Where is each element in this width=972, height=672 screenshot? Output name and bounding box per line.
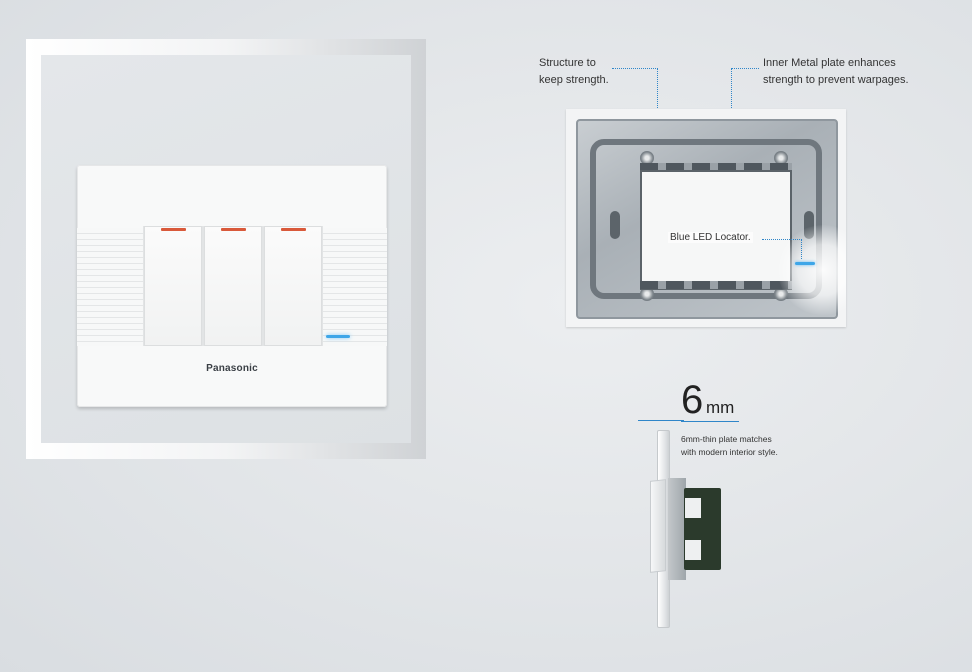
- internal-structure-illustration: [566, 109, 846, 327]
- module-teeth-top: [640, 163, 792, 171]
- switch-rockers: [143, 226, 323, 346]
- plate-ribs-left: [77, 228, 145, 346]
- rocker-switch-3: [264, 226, 322, 346]
- metal-frame-rail: [590, 139, 822, 299]
- inner-metal-leader-v: [731, 68, 732, 118]
- structure-callout: Structure to keep strength.: [539, 55, 609, 89]
- led-glow: [778, 225, 846, 315]
- thickness-description-line-1: 6mm-thin plate matches: [681, 434, 772, 444]
- inner-metal-leader-h: [731, 68, 759, 69]
- blue-led-locator: [326, 335, 350, 338]
- led-locator-label: Blue LED Locator.: [668, 232, 753, 243]
- mounting-slot: [804, 211, 814, 239]
- thickness-value: 6: [681, 378, 704, 422]
- thickness-underline: [681, 421, 739, 422]
- structure-leader-h: [612, 68, 658, 69]
- thickness-unit: mm: [706, 398, 735, 417]
- structure-leader-v: [657, 68, 658, 112]
- indicator-light: [281, 228, 306, 231]
- product-photo-frame: Panasonic: [26, 39, 426, 459]
- structure-callout-line-1: Structure to: [539, 57, 596, 69]
- inner-metal-callout-line-2: strength to prevent warpages.: [763, 74, 909, 86]
- brand-logo: Panasonic: [206, 363, 258, 374]
- switch-plate: Panasonic: [77, 165, 387, 407]
- thickness-description-line-2: with modern interior style.: [681, 447, 778, 457]
- module-teeth-bottom: [640, 281, 792, 289]
- terminal-clip: [685, 498, 701, 518]
- led-leader-h: [762, 239, 802, 240]
- terminal-clip: [685, 540, 701, 560]
- product-photo-backdrop: Panasonic: [41, 55, 411, 443]
- screw-icon: [640, 287, 654, 301]
- module-window: [640, 170, 792, 290]
- rocker-switch-2: [204, 226, 262, 346]
- mechanism-housing: [668, 478, 686, 580]
- indicator-light: [221, 228, 246, 231]
- blue-led-locator: [795, 262, 815, 265]
- rocker-switch-1: [144, 226, 202, 346]
- mounting-slot: [610, 211, 620, 239]
- inner-metal-callout-line-1: Inner Metal plate enhances: [763, 57, 896, 69]
- screw-icon: [640, 151, 654, 165]
- inner-metal-callout: Inner Metal plate enhances strength to p…: [763, 55, 909, 89]
- screw-icon: [774, 151, 788, 165]
- thickness-description: 6mm-thin plate matches with modern inter…: [681, 433, 778, 459]
- indicator-light: [161, 228, 186, 231]
- rocker-side: [650, 479, 666, 573]
- plate-ribs-right: [319, 228, 387, 346]
- structure-callout-line-2: keep strength.: [539, 74, 609, 86]
- thickness-dimension-line: [638, 420, 684, 421]
- led-leader-v: [801, 239, 802, 259]
